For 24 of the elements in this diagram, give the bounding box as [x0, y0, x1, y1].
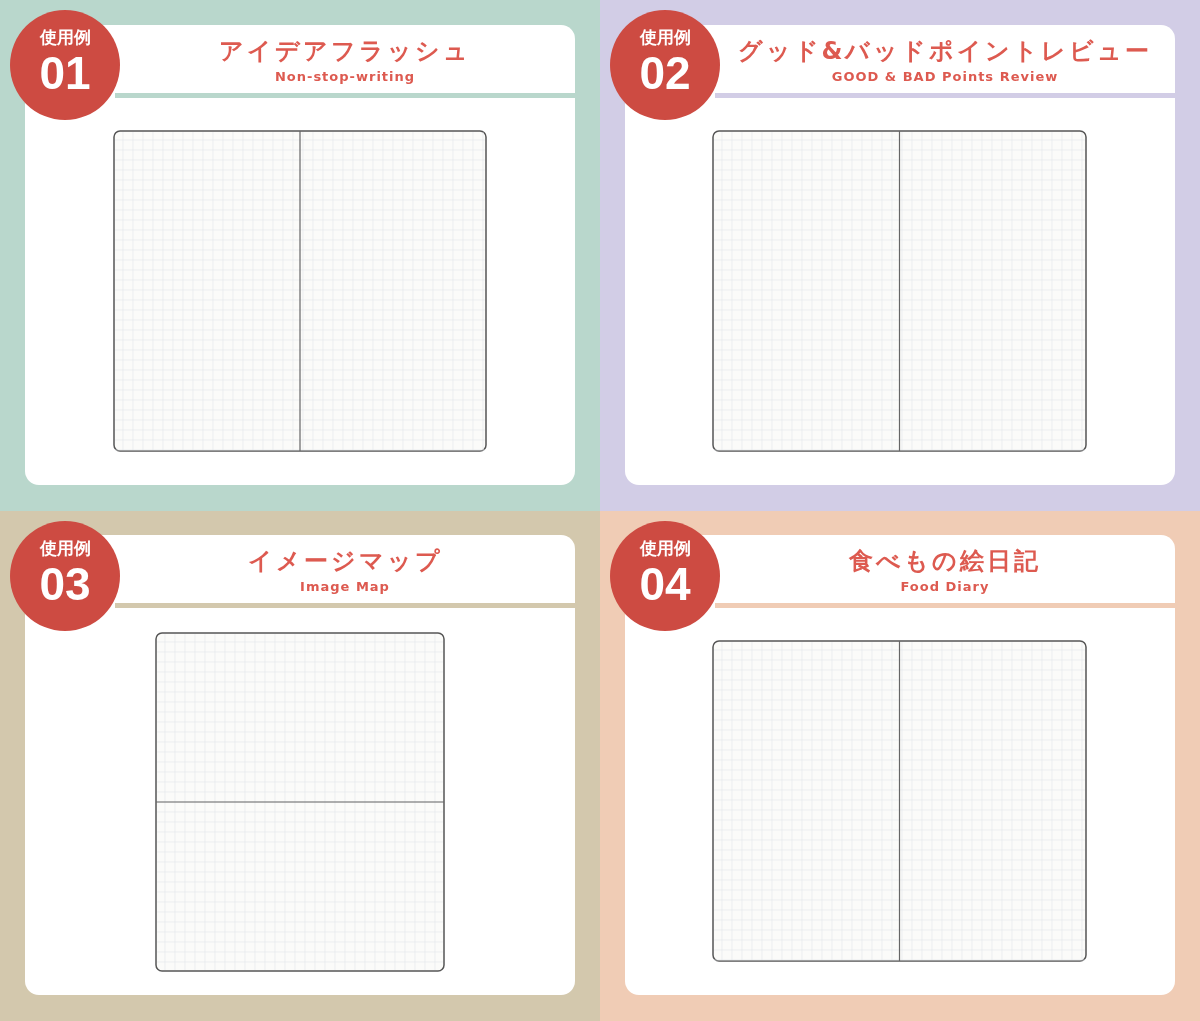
badge-number: 01 [38, 46, 92, 100]
badge-label: 使用例 [38, 537, 92, 560]
badge-number: 04 [638, 557, 692, 611]
badge-label: 使用例 [638, 26, 692, 49]
badge-label: 使用例 [38, 26, 92, 49]
notebook-drawing [712, 130, 1087, 452]
card-panel [625, 25, 1175, 485]
notebook-drawing [155, 632, 445, 972]
card-panel [25, 535, 575, 995]
badge-label: 使用例 [638, 537, 692, 560]
card-title: アイデアフラッシュ [218, 36, 472, 67]
card-subtitle: Non-stop-writing [273, 69, 417, 84]
card-title: グッド&バッドポイントレビュー [736, 36, 1154, 67]
notebook-drawing [712, 640, 1087, 962]
card-subtitle: GOOD & BAD Points Review [830, 69, 1060, 84]
card-title: 食べもの絵日記 [848, 546, 1042, 577]
card-panel [625, 535, 1175, 995]
notebook-drawing [113, 130, 487, 452]
card-panel [25, 25, 575, 485]
card-subtitle: Image Map [299, 579, 391, 594]
card-title: イメージマップ [246, 546, 444, 577]
badge-number: 02 [638, 46, 692, 100]
card-subtitle: Food Diary [899, 579, 991, 594]
badge-number: 03 [38, 557, 92, 611]
